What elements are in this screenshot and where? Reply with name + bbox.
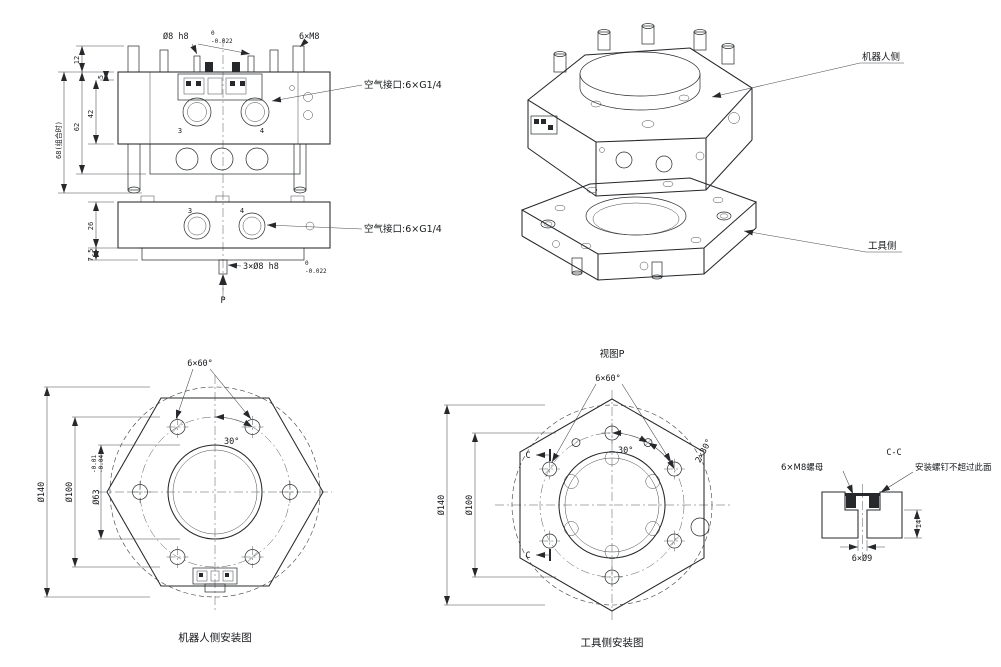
dim-42-label: 42	[87, 110, 95, 118]
view-p-letter: P	[220, 296, 225, 306]
upper-air-ports	[182, 97, 270, 127]
front-dimensions: 12 5 42 62 68(组合时) 26 7.5	[54, 46, 109, 262]
dia-140-label: Ø140	[36, 482, 47, 502]
dia-63-tol-lower: -0.04	[98, 455, 105, 473]
view-p-title: 视图P	[600, 348, 625, 360]
robot-angular-dims: 6×60° 30°	[175, 359, 253, 447]
section-body-left	[821, 491, 859, 539]
dia-63-label: Ø63	[91, 489, 102, 504]
iso-labels: 机器人侧 工具侧	[711, 51, 904, 253]
dia140-phantom-circle	[511, 404, 713, 606]
angle-30-label: 30°	[224, 437, 239, 447]
section-title: C-C	[886, 448, 901, 458]
dia-100-label: Ø100	[64, 482, 75, 502]
dowel-3x-tol-upper: 0	[305, 260, 309, 267]
iso-tool-side-plate	[520, 177, 758, 281]
center-bore	[558, 451, 666, 559]
nut-left	[846, 496, 856, 508]
robot-side-label: 机器人侧	[862, 51, 900, 63]
port-4-label: 4	[260, 127, 264, 135]
dowel-tol-lower: -0.022	[211, 38, 233, 45]
tool-mount-caption: 工具侧安装图	[581, 636, 644, 649]
air-port-label-top: 空气接口:6×G1/4	[364, 79, 442, 91]
angle-6x60-label: 6×60°	[187, 359, 213, 369]
dim-26-label: 26	[87, 222, 95, 230]
robot-bottom-connector	[192, 567, 238, 593]
port-3-label: 3	[178, 127, 182, 135]
side-hole	[303, 110, 313, 120]
air-port-label-bottom: 空气接口:6×G1/4	[364, 223, 442, 235]
dim-12-label: 12	[73, 56, 81, 64]
washer	[845, 493, 880, 496]
dim-14-label: 14	[915, 520, 923, 528]
port-3-label-lower: 3	[188, 207, 192, 215]
electrical-connector	[177, 73, 263, 101]
dowel-3x-label: 3×Ø8 h8	[243, 261, 279, 272]
tool-angular-dims: 6×60° 30° 2×30°	[551, 374, 715, 470]
robot-mount-view: 6×60° 30° Ø140 Ø100 Ø63 -0.01 -0.04 机器人侧…	[36, 359, 332, 644]
angle-6x60-label: 6×60°	[595, 374, 621, 384]
dowel-3x-tol-lower: -0.022	[305, 268, 327, 275]
nut-right	[869, 496, 879, 508]
dia140-phantom-circle	[109, 386, 321, 598]
iso-connector	[530, 115, 558, 135]
front-callouts: Ø8 h8 0 -0.022 6×M8 空气接口:6×G1/4 空气接口:6×G…	[163, 30, 442, 306]
top-pins	[127, 45, 305, 73]
tool-plate-outline	[519, 398, 705, 612]
iso-robot-side-unit	[527, 23, 753, 197]
isometric-view: 机器人侧 工具侧	[520, 23, 904, 281]
angle-30-label: 30°	[618, 446, 633, 456]
bore-scallops	[564, 450, 660, 560]
angle-2x30-label: 2×30°	[694, 437, 715, 464]
dia-140-label: Ø140	[436, 495, 447, 515]
robot-bolt-holes	[129, 416, 301, 568]
dia-100-label: Ø100	[464, 495, 475, 515]
robot-plate-outline	[106, 397, 324, 587]
dowel-tol-upper: 0	[211, 30, 215, 37]
dim-7-5-label: 7.5	[87, 249, 95, 262]
section-c-top: C	[525, 451, 530, 461]
upper-plate	[117, 71, 331, 145]
section-detail-view: C-C 6×M8螺母 安装螺钉不超过此面 14 6×Ø9	[781, 448, 992, 564]
robot-mount-caption: 机器人侧安装图	[178, 631, 252, 644]
dim-5-label: 5	[97, 75, 105, 79]
tool-side-label: 工具侧	[868, 240, 897, 252]
nut-label: 6×M8螺母	[781, 462, 823, 473]
side-hole	[289, 85, 295, 91]
side-hole	[303, 92, 313, 102]
front-view: 12 5 42 62 68(组合时) 26 7.5 Ø8 h8 0 -0.022…	[54, 30, 442, 306]
view-p-arrow	[219, 274, 227, 285]
middle-flange	[127, 143, 307, 194]
lower-plate	[117, 195, 331, 275]
section-line-cc: C C	[525, 449, 551, 561]
dim-62-label: 62	[73, 123, 81, 131]
dim-6xphi9: 6×Ø9	[840, 540, 885, 564]
dowel-dim-label: Ø8 h8	[163, 31, 189, 42]
section-c-bottom: C	[525, 551, 530, 561]
front-extension-lines	[58, 45, 146, 261]
tool-diameter-dims: Ø140 Ø100	[436, 404, 556, 606]
robot-diameter-dims: Ø140 Ø100 Ø63 -0.01 -0.04	[36, 386, 180, 598]
side-hole	[305, 221, 315, 231]
section-body-right	[866, 491, 903, 539]
iso-bolt-holes	[554, 180, 724, 250]
tool-mount-view: 视图P	[436, 348, 730, 649]
bolt-dim-label: 6×M8	[299, 32, 319, 42]
center-bore-63	[167, 444, 263, 540]
dia-63-tol-upper: -0.01	[91, 455, 98, 473]
iso-top-pins	[553, 23, 735, 73]
dim-14: 14	[904, 509, 923, 539]
port-4-label-lower: 4	[240, 207, 244, 215]
note-label: 安装螺钉不超过此面	[915, 462, 992, 473]
bolt-circle-100	[539, 432, 685, 578]
dim-68-label: 68(组合时)	[54, 121, 63, 159]
dim-6xphi9-label: 6×Ø9	[852, 553, 872, 564]
